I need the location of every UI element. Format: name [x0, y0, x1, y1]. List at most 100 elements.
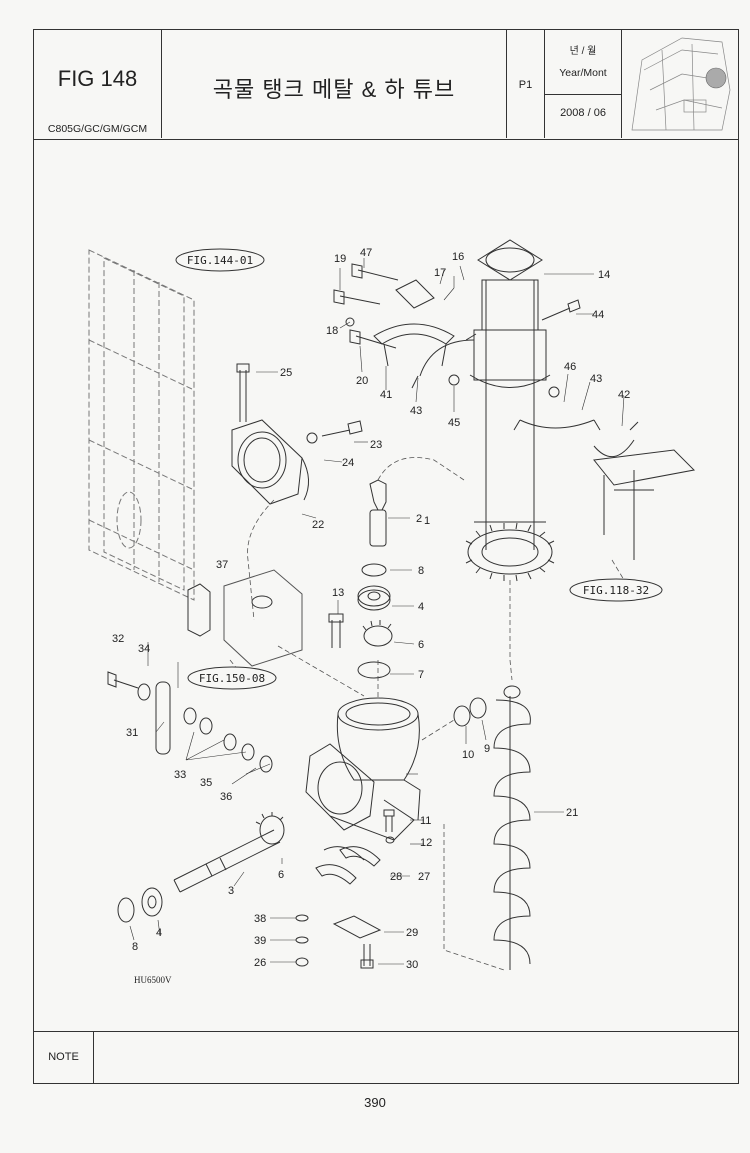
- part-label: 21: [566, 807, 578, 819]
- year-label-english: Year/Mont: [559, 67, 607, 79]
- assembly-lines: [229, 457, 625, 971]
- part-label: 6: [418, 639, 424, 651]
- bolt-32: [107, 671, 151, 701]
- page-code-cell: P1: [507, 30, 545, 138]
- note-row: NOTE: [34, 1031, 738, 1083]
- part-label: 12: [420, 837, 432, 849]
- reference-callouts: FIG.144-01 FIG.118-32 FIG.150-08: [175, 248, 663, 690]
- year-label-korean: 년 / 월: [569, 46, 597, 57]
- gearbox-housing-1: [305, 697, 421, 841]
- bolt-25: [236, 363, 250, 422]
- part-label: 42: [618, 389, 630, 401]
- circlip-8b: [117, 897, 135, 923]
- part-label: 14: [598, 269, 610, 281]
- part-label: 23: [370, 439, 382, 451]
- date-cell: 년 / 월 Year/Mont 2008 / 06: [545, 30, 622, 138]
- note-label: NOTE: [34, 1032, 94, 1083]
- figure-number: FIG 148: [57, 66, 138, 91]
- title-cell: 곡물 탱크 메탈 & 하 튜브: [162, 30, 507, 138]
- part-label: 1: [424, 515, 430, 527]
- header-block: FIG 148 C805G/GC/GM/GCM 곡물 탱크 메탈 & 하 튜브 …: [34, 30, 738, 140]
- part-label: 19: [334, 253, 346, 265]
- part-label: 38: [254, 913, 266, 925]
- circlip-7: [357, 661, 391, 679]
- bracket-17: [395, 279, 435, 309]
- bolts-top: [333, 263, 581, 398]
- page-number: 390: [364, 1095, 386, 1110]
- part-label: 33: [174, 769, 186, 781]
- part-label: 3: [228, 885, 234, 897]
- washer-12: [385, 836, 395, 844]
- bolt-23: [306, 420, 363, 444]
- part-label: 11: [420, 815, 431, 827]
- ref-fig-118: FIG.118-32: [583, 584, 649, 597]
- figure-cell: FIG 148 C805G/GC/GM/GCM: [34, 30, 162, 138]
- ref-fig-150: FIG.150-08: [199, 672, 265, 685]
- part-label: 36: [220, 791, 232, 803]
- leader-lines: [129, 258, 625, 965]
- sprocket: [465, 522, 555, 582]
- part-label: 6: [278, 869, 284, 881]
- part-label: 7: [418, 669, 424, 681]
- combine-harvester-icon: [631, 37, 731, 131]
- part-label: 43: [410, 405, 422, 417]
- shaft-3: [173, 829, 281, 893]
- page-frame: FIG 148 C805G/GC/GM/GCM 곡물 탱크 메탈 & 하 튜브 …: [33, 29, 739, 1084]
- bearing-4: [357, 585, 391, 611]
- year-value: 2008 / 06: [560, 107, 606, 119]
- part-label: 9: [484, 743, 490, 755]
- part-label: 30: [406, 959, 418, 971]
- flange-22: [231, 419, 309, 505]
- page-code: P1: [518, 79, 533, 91]
- page-title: 곡물 탱크 메탈 & 하 튜브: [212, 77, 456, 102]
- part-label: 41: [380, 389, 392, 401]
- bolt-11: [383, 809, 395, 832]
- bolt-30: [360, 944, 374, 969]
- bearing-10-9: [453, 697, 487, 727]
- part-label: 8: [132, 941, 138, 953]
- part-label: 29: [406, 927, 418, 939]
- part-label: 18: [326, 325, 338, 337]
- part-label: 31: [126, 727, 138, 739]
- frame-structure: [88, 249, 195, 601]
- auger-21: [493, 685, 531, 970]
- part-label: 4: [418, 601, 424, 613]
- part-label: 44: [592, 309, 604, 321]
- part-label: 16: [452, 251, 464, 263]
- bracket-42: [593, 449, 696, 560]
- part-label: 20: [356, 375, 368, 387]
- part-label: 34: [138, 643, 150, 655]
- bracket-41: [373, 323, 455, 367]
- clamp-bracket-43: [411, 333, 639, 457]
- part-label: 24: [342, 457, 354, 469]
- exploded-parts-diagram: FIG.144-01 FIG.118-32 FIG.150-08 1 2 3 4…: [34, 140, 738, 1033]
- part-labels: 1 2 3 4 4 6 6 7 8 8 9 10 11 12 13 14 16 …: [112, 247, 630, 971]
- part-label: 37: [216, 559, 228, 571]
- part-label: 13: [332, 587, 344, 599]
- circlip-8: [361, 563, 387, 577]
- part-label: 27: [418, 871, 430, 883]
- part-label: 35: [200, 777, 212, 789]
- part-label: 8: [418, 565, 424, 577]
- part-label: 25: [280, 367, 292, 379]
- shims-27-28: [315, 846, 381, 885]
- part-label: 39: [254, 935, 266, 947]
- part-label: 45: [448, 417, 460, 429]
- bearing-4b: [141, 887, 163, 917]
- bracket-37: [187, 569, 303, 667]
- part-label: 17: [434, 267, 446, 279]
- drawing-code: HU6500V: [134, 975, 172, 985]
- bolt-13: [328, 613, 344, 648]
- ref-fig-144: FIG.144-01: [187, 254, 253, 267]
- part-label: 10: [462, 749, 474, 761]
- gear-6b: [255, 812, 285, 845]
- part-label: 26: [254, 957, 266, 969]
- part-label: 47: [360, 247, 372, 259]
- gear-6: [362, 620, 393, 647]
- shaft-2: [369, 479, 387, 547]
- model-codes: C805G/GC/GM/GCM: [47, 123, 148, 135]
- part-label: 4: [156, 927, 162, 939]
- plate-29: [332, 915, 382, 939]
- part-label: 22: [312, 519, 324, 531]
- main-tube: [469, 239, 551, 550]
